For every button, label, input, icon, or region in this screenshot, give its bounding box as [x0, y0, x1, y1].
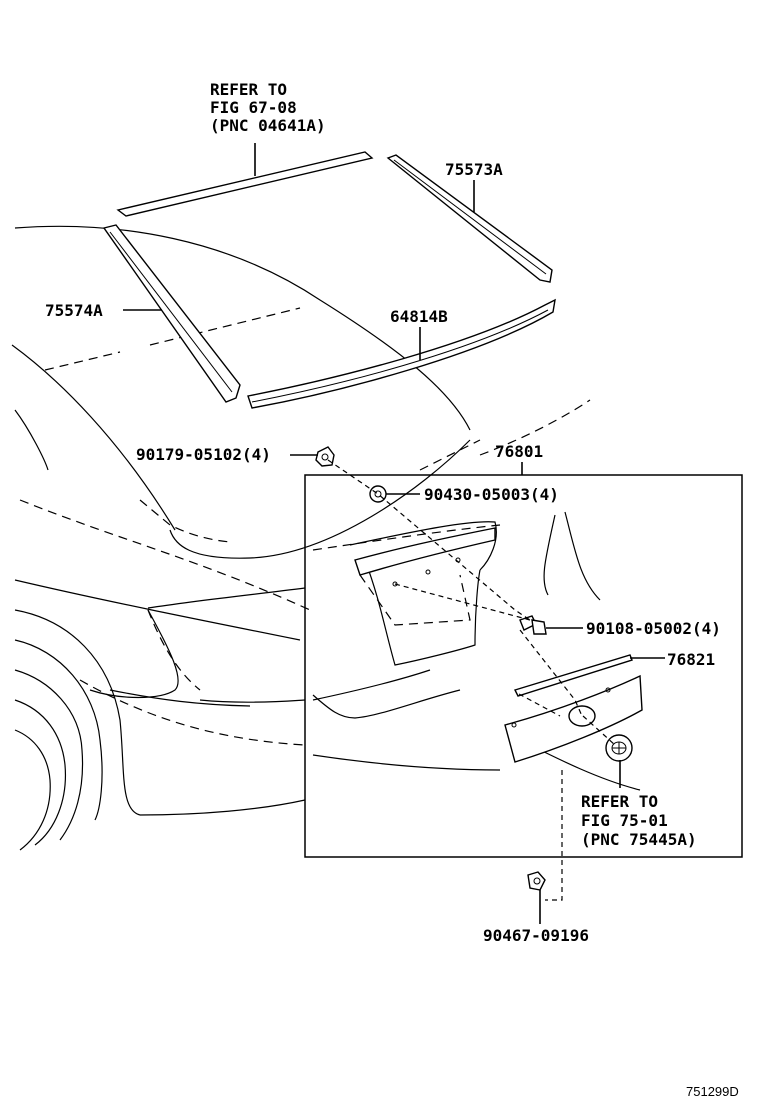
label-75574A: 75574A	[45, 301, 103, 320]
label-64814B: 64814B	[390, 307, 448, 326]
part-75574A-molding	[102, 224, 241, 403]
refer-note-bottom-line-3: (PNC 75445A)	[581, 830, 697, 849]
refer-note-bottom-line-2: FIG 75-01	[581, 811, 668, 830]
emblem-part	[605, 734, 633, 762]
part-90430-washer	[369, 485, 387, 503]
refer-note-top-line-1: REFER TO	[210, 80, 287, 99]
diagram-id: 751299D	[686, 1084, 739, 1099]
tailgate-detail	[312, 511, 641, 791]
part-90179-nut	[315, 446, 335, 467]
label-76821: 76821	[667, 650, 715, 669]
part-64814B-molding	[247, 298, 556, 409]
car-body-outline	[11, 225, 591, 851]
assembly-lines	[327, 459, 616, 901]
label-90467: 90467-09196	[483, 926, 589, 945]
part-90467-clip	[527, 871, 546, 891]
refer-note-top-line-3: (PNC 04641A)	[210, 116, 326, 135]
leader-lines	[123, 143, 665, 924]
part-76821-strip	[514, 654, 633, 697]
part-75573A-molding	[386, 154, 553, 283]
label-75573A: 75573A	[445, 160, 503, 179]
refer-note-top-line-2: FIG 67-08	[210, 98, 297, 117]
part-90108-clip	[519, 615, 547, 635]
part-76801-garnish	[504, 674, 643, 763]
refer-note-bottom-line-1: REFER TO	[581, 792, 658, 811]
label-76801: 76801	[495, 442, 543, 461]
refer-note-top: REFER TO FIG 67-08 (PNC 04641A)	[210, 80, 326, 135]
label-90179: 90179-05102(4)	[136, 445, 271, 464]
label-90430: 90430-05003(4)	[424, 485, 559, 504]
refer-note-bottom: REFER TO FIG 75-01 (PNC 75445A)	[581, 792, 697, 849]
label-90108: 90108-05002(4)	[586, 619, 721, 638]
garnish-upper-panel	[354, 527, 496, 576]
upper-molding-strip	[116, 151, 374, 217]
detail-box	[304, 474, 743, 858]
